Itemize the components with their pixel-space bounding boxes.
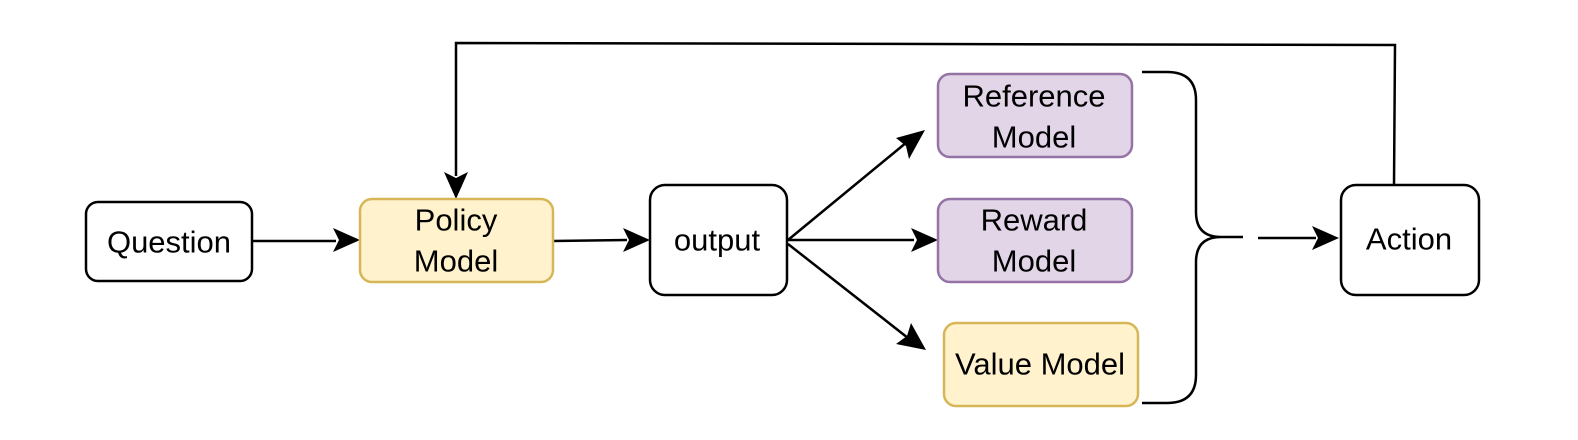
arrowhead-output-to-reward [911, 228, 938, 252]
output-box [648, 183, 789, 297]
arrowhead-brace-to-action [1312, 226, 1339, 250]
reference-model-label-line1: Reference [962, 79, 1105, 114]
policy-model-box [358, 197, 555, 284]
models-brace [1142, 70, 1243, 405]
edge-output-to-reference [787, 141, 908, 241]
reference-model-box [936, 72, 1134, 159]
node-reward-model: Reward Model [936, 197, 1134, 284]
node-output: output [648, 183, 789, 297]
policy-model-label-line2: Model [414, 244, 498, 279]
question-box [84, 200, 254, 283]
node-action: Action [1339, 183, 1481, 297]
arrowhead-question-to-policy [333, 228, 360, 252]
arrowhead-policy-to-output [623, 228, 650, 252]
edges [252, 41, 1397, 405]
edge-policy-to-output [552, 238, 628, 243]
reward-model-label-line1: Reward [981, 203, 1088, 238]
reward-model-label-line2: Model [992, 244, 1076, 279]
policy-model-label-line1: Policy [415, 203, 498, 238]
reference-model-label-line2: Model [992, 120, 1076, 155]
action-label: Action [1366, 222, 1452, 257]
question-label: Question [107, 225, 231, 260]
node-policy-model: Policy Model [358, 197, 555, 284]
action-box [1339, 183, 1481, 297]
arrowhead-output-to-value [896, 323, 926, 350]
arrowhead-output-to-reference [896, 130, 925, 159]
output-label: output [674, 223, 761, 258]
arrowhead-action-to-policy [444, 172, 468, 199]
value-model-label: Value Model [955, 347, 1125, 382]
node-value-model: Value Model [942, 321, 1140, 408]
value-model-box [942, 321, 1140, 408]
node-question: Question [84, 200, 254, 283]
edge-output-to-value [787, 243, 909, 339]
reward-model-box [936, 197, 1134, 284]
node-reference-model: Reference Model [936, 72, 1134, 159]
edge-action-to-policy [454, 41, 1397, 186]
